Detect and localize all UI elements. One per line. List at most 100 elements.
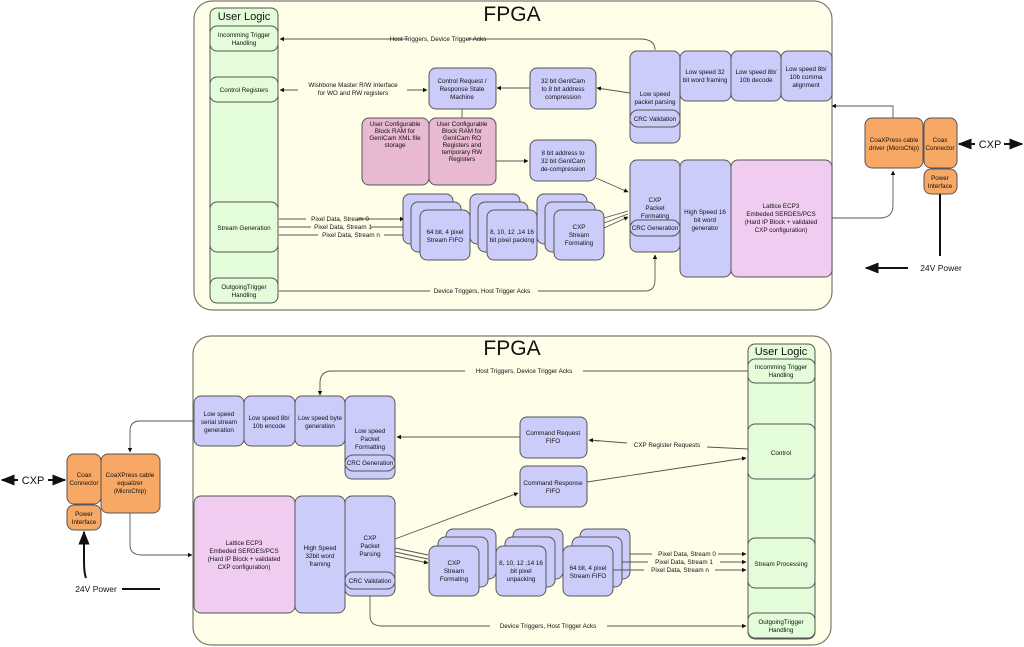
top-coax-l2: Connector — [925, 145, 954, 152]
bottom-ls-serial-l2: serial stream — [201, 419, 237, 426]
top-driver-l1: CoaXPress cable — [870, 137, 919, 144]
bottom-command-response-fifo[interactable] — [519, 465, 588, 508]
bottom-equalizer-l2: equalizer — [117, 480, 143, 487]
top-pixel1-label: Pixel Data, Stream 1 — [314, 224, 372, 231]
bottom-fpga-title: FPGA — [483, 337, 540, 360]
top-ul-incoming-trigger[interactable] — [209, 25, 279, 52]
top-compress-l2: to 8 bit address — [541, 86, 584, 93]
top-ls-8b10b-decode[interactable] — [730, 50, 782, 102]
top-ul-outgoing-trigger-l2: Handling — [232, 292, 257, 299]
top-host-triggers-line-right — [468, 38, 656, 51]
bottom-coax-connector[interactable] — [66, 453, 102, 505]
top-ul-incoming-trigger-l2: Handling — [232, 40, 257, 47]
bottom-power-l2: Interface — [72, 519, 97, 526]
top-hsgen-l2: bit word — [694, 217, 717, 224]
top-lattice-serdes[interactable] — [730, 159, 833, 278]
top-crc-gen-label: CRC Generation — [632, 225, 679, 232]
top-ram-ro-l2: Block RAM for — [442, 128, 482, 135]
top-external: CoaXPress cable driver (MicroChip) Coax … — [831, 103, 1024, 274]
top-ram-xml-l2: Block RAM for — [375, 128, 415, 135]
top-ul-stream-generation[interactable] — [209, 201, 279, 253]
bottom-ul-incoming-trigger[interactable] — [747, 358, 816, 384]
bottom-pktparse-l1: CXP — [364, 535, 377, 542]
top-parse-to-compress — [596, 86, 631, 94]
top-ls-decode-l1: Low speed 8b/ — [736, 69, 777, 76]
bottom-device-triggers-line — [369, 596, 746, 626]
top-device-triggers-label: Device Triggers, Host Trigger Acks — [434, 288, 531, 295]
top-ls-crc-label: CRC Validation — [634, 116, 677, 123]
bottom-cxp-stream-formatting[interactable] — [428, 545, 480, 597]
top-fifo-l2: Stream FIFO — [427, 237, 463, 244]
bottom-ul-control[interactable] — [747, 423, 816, 480]
top-fifo-l1: 64 bit, 4 pixel — [426, 229, 463, 236]
top-control-state-machine[interactable] — [428, 67, 497, 110]
bottom-power-interface[interactable] — [66, 504, 102, 531]
top-ul-outgoing-trigger[interactable] — [209, 277, 279, 304]
top-address-compression[interactable] — [529, 67, 597, 110]
top-decompress-to-pktfmt — [595, 177, 629, 193]
bottom-user-logic-column — [747, 343, 816, 640]
top-ram-ro-l6: Registers — [449, 156, 476, 163]
top-ls-crc-validation[interactable] — [629, 109, 681, 128]
top-ls-align-l3: alignment — [792, 82, 820, 89]
top-cable-driver[interactable] — [864, 117, 924, 169]
bottom-serdes-l2: Embeded SERDES/PCS — [209, 548, 278, 555]
bottom-cmdreq-l1: Command Request — [526, 430, 580, 437]
bottom-cxp-label: CXP — [22, 475, 45, 487]
top-driver-l2: driver (MicroChip) — [869, 145, 919, 152]
bottom-crc-validation[interactable] — [344, 571, 396, 590]
top-pktfmt-l1: CXP — [649, 197, 662, 204]
bottom-command-request-fifo[interactable] — [519, 416, 588, 459]
bottom-parse-to-cmdresp — [394, 492, 519, 540]
top-fpga: FPGA User Logic Incomming Trigger Handli… — [193, 0, 833, 311]
bottom-ls-crc-generation[interactable] — [344, 454, 396, 472]
bottom-power-l1: Power — [75, 511, 93, 518]
bottom-equalizer-to-serdes — [129, 513, 193, 558]
top-hsgen-l3: generator — [692, 225, 719, 232]
top-streamfmt-l3: Formating — [565, 240, 594, 247]
bottom-pixel-unpacking[interactable] — [495, 545, 547, 597]
top-pktfmt-l2: Packet — [645, 205, 665, 212]
top-serdes-to-driver — [832, 170, 896, 219]
top-coax-connector[interactable] — [923, 117, 958, 169]
top-address-decompression[interactable] — [529, 139, 597, 182]
bottom-ul-control-label: Control — [771, 450, 791, 457]
bottom-serdes-l3: (Hard IP Block + validated — [208, 556, 281, 563]
top-ram-ro[interactable] — [428, 117, 497, 186]
top-ul-control-registers[interactable] — [209, 76, 279, 103]
bottom-cable-equalizer[interactable] — [100, 453, 161, 514]
top-wishbone-label-l1: Wishbone Master R/W Interface — [308, 82, 398, 89]
bottom-host-triggers-line-left — [317, 370, 465, 396]
top-packing-l1: 8, 10, 12 ,14 16 — [490, 229, 534, 236]
bottom-parse-to-streamfmt — [394, 547, 428, 563]
bottom-pktparse-l2: Packet — [360, 543, 380, 550]
top-ls-parse-l2: packet parsing — [635, 99, 676, 106]
top-cxp-stream-formatting[interactable] — [553, 209, 605, 261]
top-ul-stream-generation-label: Stream Generation — [217, 225, 271, 232]
bottom-reg-requests-label: CXP Register Requests — [634, 442, 700, 449]
top-ram-ro-l3: GenICam RO — [443, 135, 481, 142]
top-compress-l3: compression — [545, 94, 581, 101]
top-ls-decode-l2: 10b decode — [740, 77, 773, 84]
top-decompress-l3: de-compression — [541, 166, 586, 173]
bottom-streamfmt-l1: CXP — [448, 560, 461, 567]
top-ls-comma-alignment[interactable] — [780, 50, 833, 102]
bottom-unpack-l3: unpacking — [507, 576, 536, 583]
top-serdes-l3: (Hard IP Block + validated — [745, 219, 818, 226]
top-ram-xml-l1: User Configurable — [370, 121, 421, 128]
bottom-unpack-l1: 8, 10, 12 ,14 16 — [499, 560, 543, 567]
bottom-equalizer-l3: (MicroChip) — [114, 488, 147, 495]
top-device-triggers-line — [279, 255, 655, 292]
bottom-ul-outgoing-l1: OutgoingTrigger — [758, 619, 803, 626]
bottom-fpga: FPGA User Logic Incomming Trigger Handli… — [192, 335, 832, 646]
bottom-cmdresp-to-control — [586, 456, 747, 483]
bottom-serdes-l1: Lattice ECP3 — [226, 540, 263, 547]
bottom-streamfmt-l2: Stream — [444, 568, 464, 575]
top-ls-word-framing[interactable] — [679, 50, 732, 102]
top-coax-l1: Coax — [933, 137, 949, 144]
bottom-ul-incoming-l1: Incomming Trigger — [755, 364, 807, 371]
top-serdes-l1: Lattice ECP3 — [763, 203, 800, 210]
bottom-stream-fifo[interactable] — [562, 545, 614, 597]
top-host-triggers-label: Host Triggers, Device Trigger Acks — [390, 36, 487, 43]
